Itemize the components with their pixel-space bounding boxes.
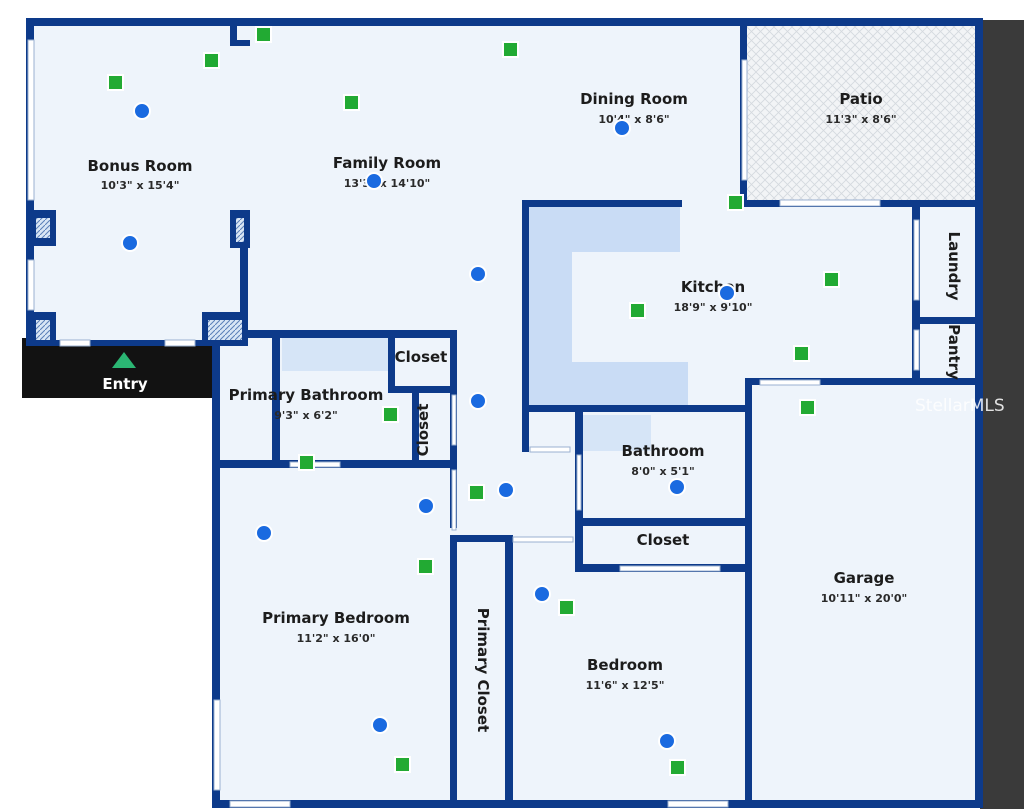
camera-marker-icon[interactable] bbox=[365, 172, 383, 190]
photo-marker-icon[interactable] bbox=[558, 599, 575, 616]
room-name-closet-a: Closet bbox=[395, 348, 448, 366]
room-name-bonus: Bonus Room bbox=[87, 157, 192, 175]
room-dims-bedroom: 11'6" x 12'5" bbox=[586, 679, 665, 692]
photo-marker-icon[interactable] bbox=[468, 484, 485, 501]
room-dims-primary-bath: 9'3" x 6'2" bbox=[274, 409, 338, 422]
camera-marker-icon[interactable] bbox=[497, 481, 515, 499]
room-name-bathroom: Bathroom bbox=[621, 442, 704, 460]
camera-marker-icon[interactable] bbox=[718, 284, 736, 302]
room-dims-dining: 10'4" x 8'6" bbox=[598, 113, 669, 126]
bathroom-vanity bbox=[583, 415, 651, 451]
camera-marker-icon[interactable] bbox=[121, 234, 139, 252]
room-name-bedroom: Bedroom bbox=[587, 656, 663, 674]
room-labels: Bonus Room 10'3" x 15'4" Family Room 13'… bbox=[87, 90, 963, 732]
patio-floor bbox=[745, 26, 975, 204]
camera-marker-icon[interactable] bbox=[417, 497, 435, 515]
camera-marker-icon[interactable] bbox=[668, 478, 686, 496]
room-dims-kitchen: 18'9" x 9'10" bbox=[674, 301, 753, 314]
camera-marker-icon[interactable] bbox=[469, 265, 487, 283]
room-name-closet-c: Closet bbox=[637, 531, 690, 549]
entry-label: Entry bbox=[102, 375, 147, 393]
camera-markers bbox=[121, 102, 736, 750]
camera-marker-icon[interactable] bbox=[469, 392, 487, 410]
entry-arrow-icon bbox=[112, 352, 136, 368]
room-name-family: Family Room bbox=[333, 154, 441, 172]
photo-marker-icon[interactable] bbox=[394, 756, 411, 773]
room-name-primary-bedroom: Primary Bedroom bbox=[262, 609, 410, 627]
camera-marker-icon[interactable] bbox=[533, 585, 551, 603]
room-dims-patio: 11'3" x 8'6" bbox=[825, 113, 896, 126]
camera-marker-icon[interactable] bbox=[613, 119, 631, 137]
photo-marker-icon[interactable] bbox=[298, 454, 315, 471]
outside-right-strip bbox=[980, 20, 1024, 809]
photo-markers bbox=[107, 26, 840, 776]
camera-marker-icon[interactable] bbox=[255, 524, 273, 542]
watermark: StellarMLS bbox=[915, 396, 1005, 416]
room-dims-bathroom: 8'0" x 5'1" bbox=[631, 465, 695, 478]
windows bbox=[27, 39, 920, 808]
room-name-dining: Dining Room bbox=[580, 90, 688, 108]
photo-marker-icon[interactable] bbox=[203, 52, 220, 69]
room-name-closet-b: Closet bbox=[414, 404, 432, 457]
room-dims-primary-bedroom: 11'2" x 16'0" bbox=[297, 632, 376, 645]
photo-marker-icon[interactable] bbox=[727, 194, 744, 211]
photo-marker-icon[interactable] bbox=[417, 558, 434, 575]
room-dims-bonus: 10'3" x 15'4" bbox=[101, 179, 180, 192]
photo-marker-icon[interactable] bbox=[343, 94, 360, 111]
photo-marker-icon[interactable] bbox=[107, 74, 124, 91]
room-name-primary-bath: Primary Bathroom bbox=[229, 386, 384, 404]
photo-marker-icon[interactable] bbox=[502, 41, 519, 58]
bath-vanity bbox=[282, 337, 388, 371]
camera-marker-icon[interactable] bbox=[133, 102, 151, 120]
camera-marker-icon[interactable] bbox=[658, 732, 676, 750]
room-dims-family: 13'3" x 14'10" bbox=[344, 177, 431, 190]
room-name-garage: Garage bbox=[834, 569, 895, 587]
photo-marker-icon[interactable] bbox=[793, 345, 810, 362]
camera-marker-icon[interactable] bbox=[371, 716, 389, 734]
photo-marker-icon[interactable] bbox=[382, 406, 399, 423]
room-name-patio: Patio bbox=[839, 90, 882, 108]
photo-marker-icon[interactable] bbox=[669, 759, 686, 776]
room-name-pantry: Pantry bbox=[945, 324, 963, 380]
room-name-laundry: Laundry bbox=[945, 232, 963, 301]
photo-marker-icon[interactable] bbox=[629, 302, 646, 319]
photo-marker-icon[interactable] bbox=[799, 399, 816, 416]
room-dims-garage: 10'11" x 20'0" bbox=[821, 592, 908, 605]
room-name-primary-closet: Primary Closet bbox=[474, 608, 492, 732]
kitchen-counter bbox=[529, 207, 688, 408]
photo-marker-icon[interactable] bbox=[823, 271, 840, 288]
photo-marker-icon[interactable] bbox=[255, 26, 272, 43]
